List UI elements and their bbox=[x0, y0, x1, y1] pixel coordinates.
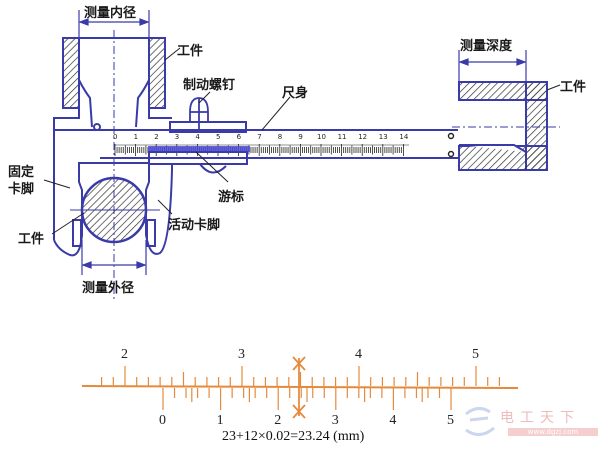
fixed-jaw-label: 固定 卡脚 bbox=[8, 165, 35, 197]
reading-vernier-number: 0 bbox=[159, 413, 166, 428]
main-scale-number: 4 bbox=[195, 133, 200, 141]
reading-main-number: 3 bbox=[238, 347, 245, 362]
outer-diameter-label: 测量外径 bbox=[82, 281, 135, 296]
main-scale-number: 1 bbox=[133, 133, 139, 141]
reading-vernier-number: 3 bbox=[331, 413, 339, 428]
inner-diameter-label: 测量内径 bbox=[84, 6, 137, 21]
inner-workpiece bbox=[62, 37, 166, 109]
main-scale-number: 14 bbox=[399, 133, 409, 141]
reading-vernier-number: 5 bbox=[447, 413, 454, 428]
lock-screw-label: 制动螺钉 bbox=[183, 78, 236, 93]
reading-main-number: 5 bbox=[472, 347, 479, 362]
movable-jaw-label: 活动卡脚 bbox=[168, 218, 221, 233]
main-beam bbox=[54, 129, 458, 159]
main-scale-number: 6 bbox=[236, 133, 242, 141]
depth-label: 测量深度 bbox=[460, 39, 513, 54]
depth-workpiece bbox=[458, 81, 548, 171]
main-scale-number: 0 bbox=[113, 133, 118, 141]
main-scale-number: 13 bbox=[378, 133, 388, 141]
main-scale-label: 尺身 bbox=[282, 86, 309, 101]
main-scale-number: 5 bbox=[216, 133, 221, 141]
workpiece-top-label: 工件 bbox=[177, 44, 204, 59]
vernier-reading-drawing bbox=[81, 356, 519, 419]
main-scale-number: 11 bbox=[337, 133, 347, 141]
main-scale-number: 7 bbox=[257, 133, 262, 141]
workpiece-right-label: 工件 bbox=[560, 80, 587, 95]
workpiece-left-label: 工件 bbox=[18, 232, 45, 247]
lock-screw-drawing bbox=[189, 97, 209, 132]
main-scale-number: 12 bbox=[358, 133, 368, 141]
reading-vernier-number: 4 bbox=[389, 413, 397, 428]
watermark-url: www.dgzj.com bbox=[508, 428, 598, 436]
vernier-label: 游标 bbox=[218, 190, 245, 205]
reading-formula: 23+12×0.02=23.24 (mm) bbox=[222, 429, 365, 444]
main-scale-number: 9 bbox=[298, 133, 303, 141]
main-scale-number: 10 bbox=[317, 133, 326, 141]
reading-vernier-number: 2 bbox=[274, 413, 282, 428]
reading-main-number: 2 bbox=[121, 347, 128, 362]
main-scale-number: 2 bbox=[154, 133, 159, 141]
main-scale-number: 3 bbox=[174, 133, 180, 141]
main-scale-number: 8 bbox=[277, 133, 283, 141]
watermark-text: 电工天下 bbox=[500, 410, 580, 426]
reading-vernier-number: 1 bbox=[216, 413, 224, 428]
reading-main-number: 4 bbox=[355, 347, 362, 362]
